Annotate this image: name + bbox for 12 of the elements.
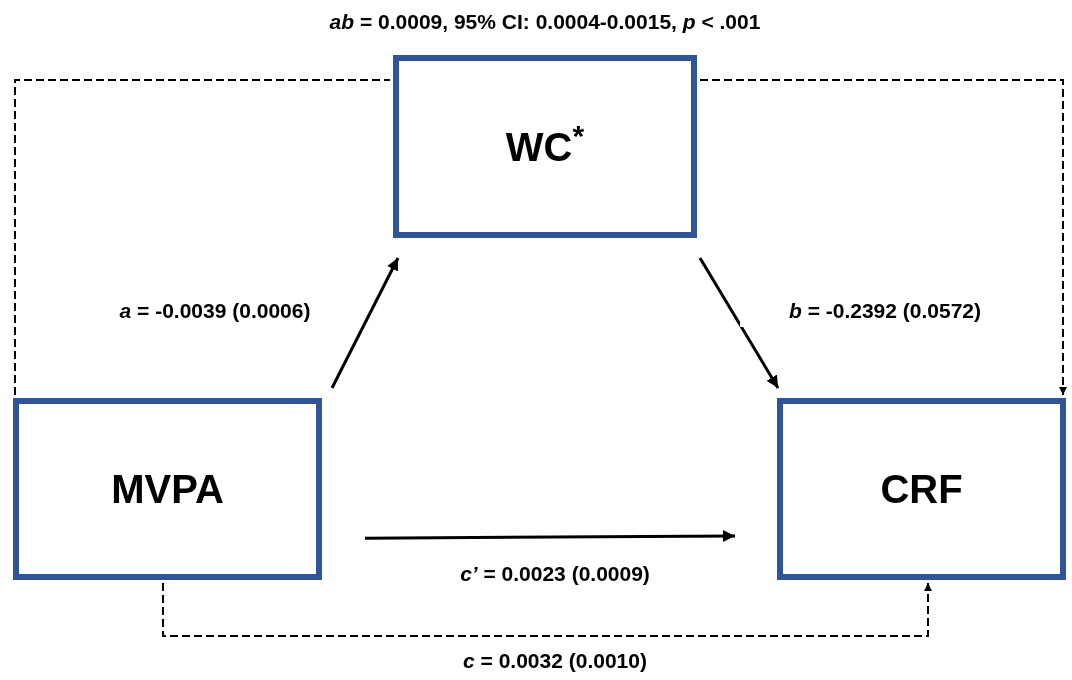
variable-box — [393, 55, 697, 238]
variable-name: WC$^{*}$ — [505, 117, 585, 171]
dashed-arrow — [699, 79, 1067, 396]
arrow — [698, 257, 780, 389]
variable-box — [777, 398, 1066, 580]
indirect-effect-label: ab = 0.0009, 95% CI: 0.0004-0.0015, p < .001 — [328, 9, 762, 35]
arrow — [330, 257, 400, 389]
variable-box — [13, 398, 322, 580]
arrow — [365, 530, 735, 543]
variable-name: MVPA — [111, 466, 224, 513]
variable-name: CRF — [880, 466, 963, 513]
dashed-arrow — [162, 582, 932, 637]
